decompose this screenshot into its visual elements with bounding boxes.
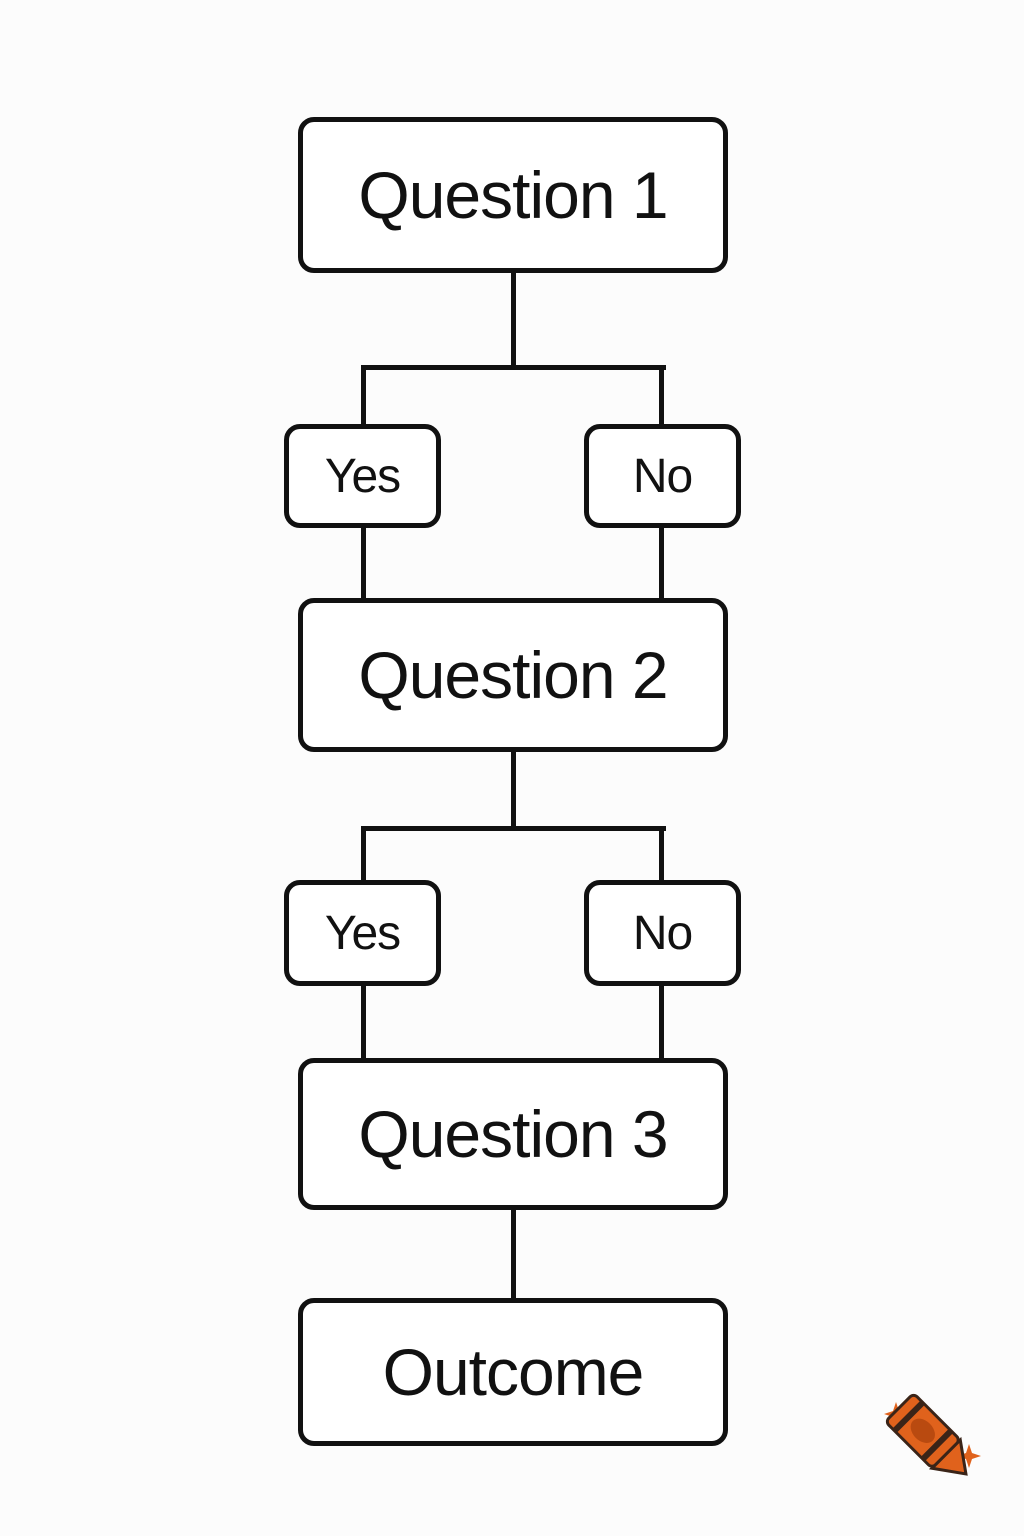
branch1-yes-box: Yes — [284, 424, 441, 528]
connector-no1-to-q2 — [659, 524, 664, 602]
connector-split1-horizontal — [361, 365, 666, 370]
branch2-yes-box: Yes — [284, 880, 441, 986]
connector-split2-horizontal — [361, 826, 666, 831]
connector-split2-left-down — [361, 826, 366, 884]
branch2-yes-label: Yes — [324, 906, 401, 960]
connector-split2-right-down — [659, 826, 664, 884]
connector-split1-left-down — [361, 365, 366, 427]
question-2-box: Question 2 — [298, 598, 728, 752]
question-1-label: Question 1 — [358, 158, 668, 232]
outcome-box: Outcome — [298, 1298, 728, 1446]
crayon-logo-icon — [884, 1393, 981, 1476]
connector-yes2-to-q3 — [361, 982, 366, 1062]
branch1-no-box: No — [584, 424, 741, 528]
question-2-label: Question 2 — [358, 638, 668, 712]
outcome-label: Outcome — [382, 1335, 645, 1409]
branch1-no-label: No — [632, 449, 693, 503]
branch1-yes-label: Yes — [324, 449, 401, 503]
connector-yes1-to-q2 — [361, 524, 366, 602]
connector-q2-down — [511, 748, 516, 830]
question-3-box: Question 3 — [298, 1058, 728, 1210]
question-1-box: Question 1 — [298, 117, 728, 273]
connector-q3-to-outcome — [511, 1206, 516, 1302]
branch2-no-label: No — [632, 906, 693, 960]
question-3-label: Question 3 — [358, 1097, 668, 1171]
connector-split1-right-down — [659, 365, 664, 427]
connector-no2-to-q3 — [659, 982, 664, 1062]
connector-q1-down — [511, 270, 516, 370]
branch2-no-box: No — [584, 880, 741, 986]
